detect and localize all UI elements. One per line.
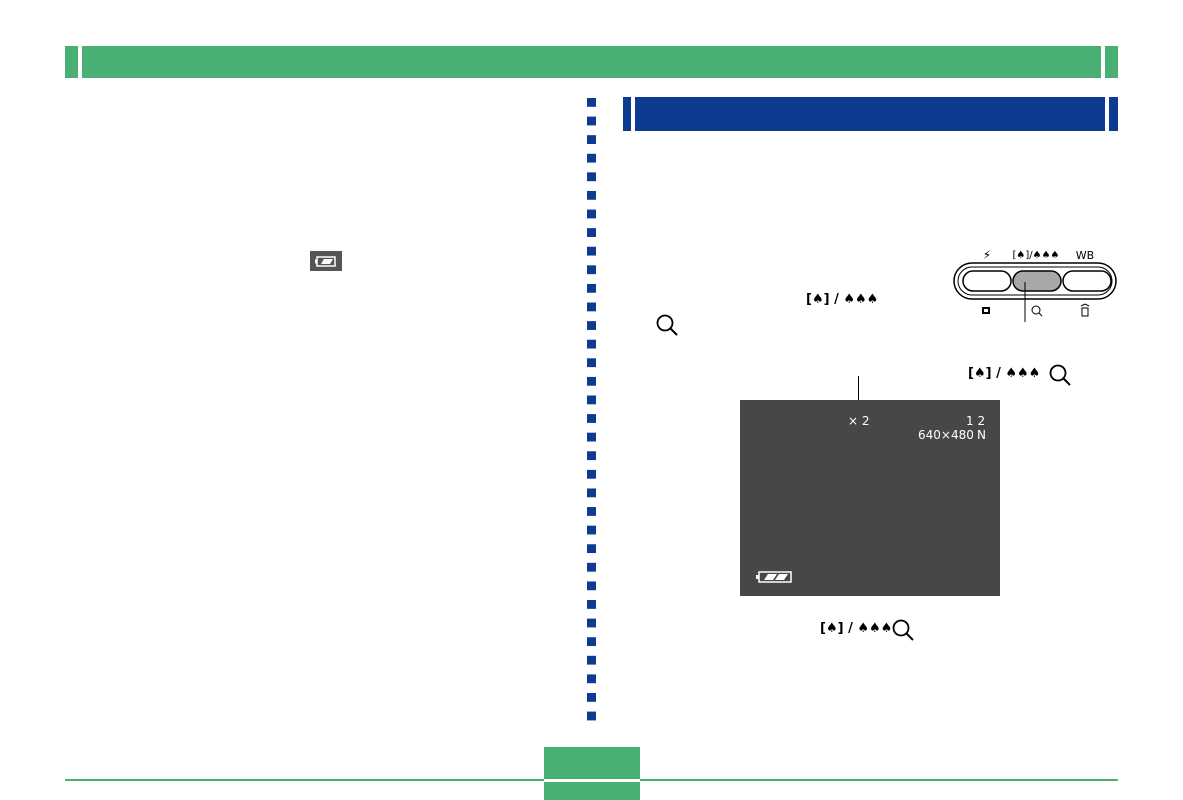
page-number-box: [544, 747, 640, 800]
svg-text:WB: WB: [1076, 249, 1094, 262]
quality-readout: N: [977, 428, 986, 442]
magnifier-icon-3: [891, 618, 915, 647]
camera-control-panel: ⚡ [♠]/♠♠♠ WB: [950, 246, 1120, 324]
section-title-bar: [623, 97, 1118, 131]
column-divider: [587, 98, 596, 728]
svg-text:⚡: ⚡: [983, 248, 991, 262]
zoom-button-label: [♠] / ♠♠♠: [806, 292, 879, 307]
frame-number: 1 2: [966, 414, 986, 428]
header-bar: [65, 46, 1118, 78]
zoom-readout: × 2: [848, 414, 870, 428]
lcd-screen: × 2 1 2 640×480 N: [740, 400, 1000, 596]
zoom-pointer-line: [858, 376, 859, 410]
battery-icon: [310, 251, 342, 271]
zoom-button-label-3: [♠] / ♠♠♠: [820, 621, 893, 636]
zoom-button-label-2: [♠] / ♠♠♠: [968, 366, 1041, 381]
svg-text:[♠]/♠♠♠: [♠]/♠♠♠: [1012, 250, 1059, 261]
magnifier-icon-2: [1048, 363, 1072, 392]
resolution-readout: 640×480: [918, 428, 974, 442]
magnifier-icon: [655, 313, 679, 342]
battery-icon-lcd: [755, 570, 795, 587]
